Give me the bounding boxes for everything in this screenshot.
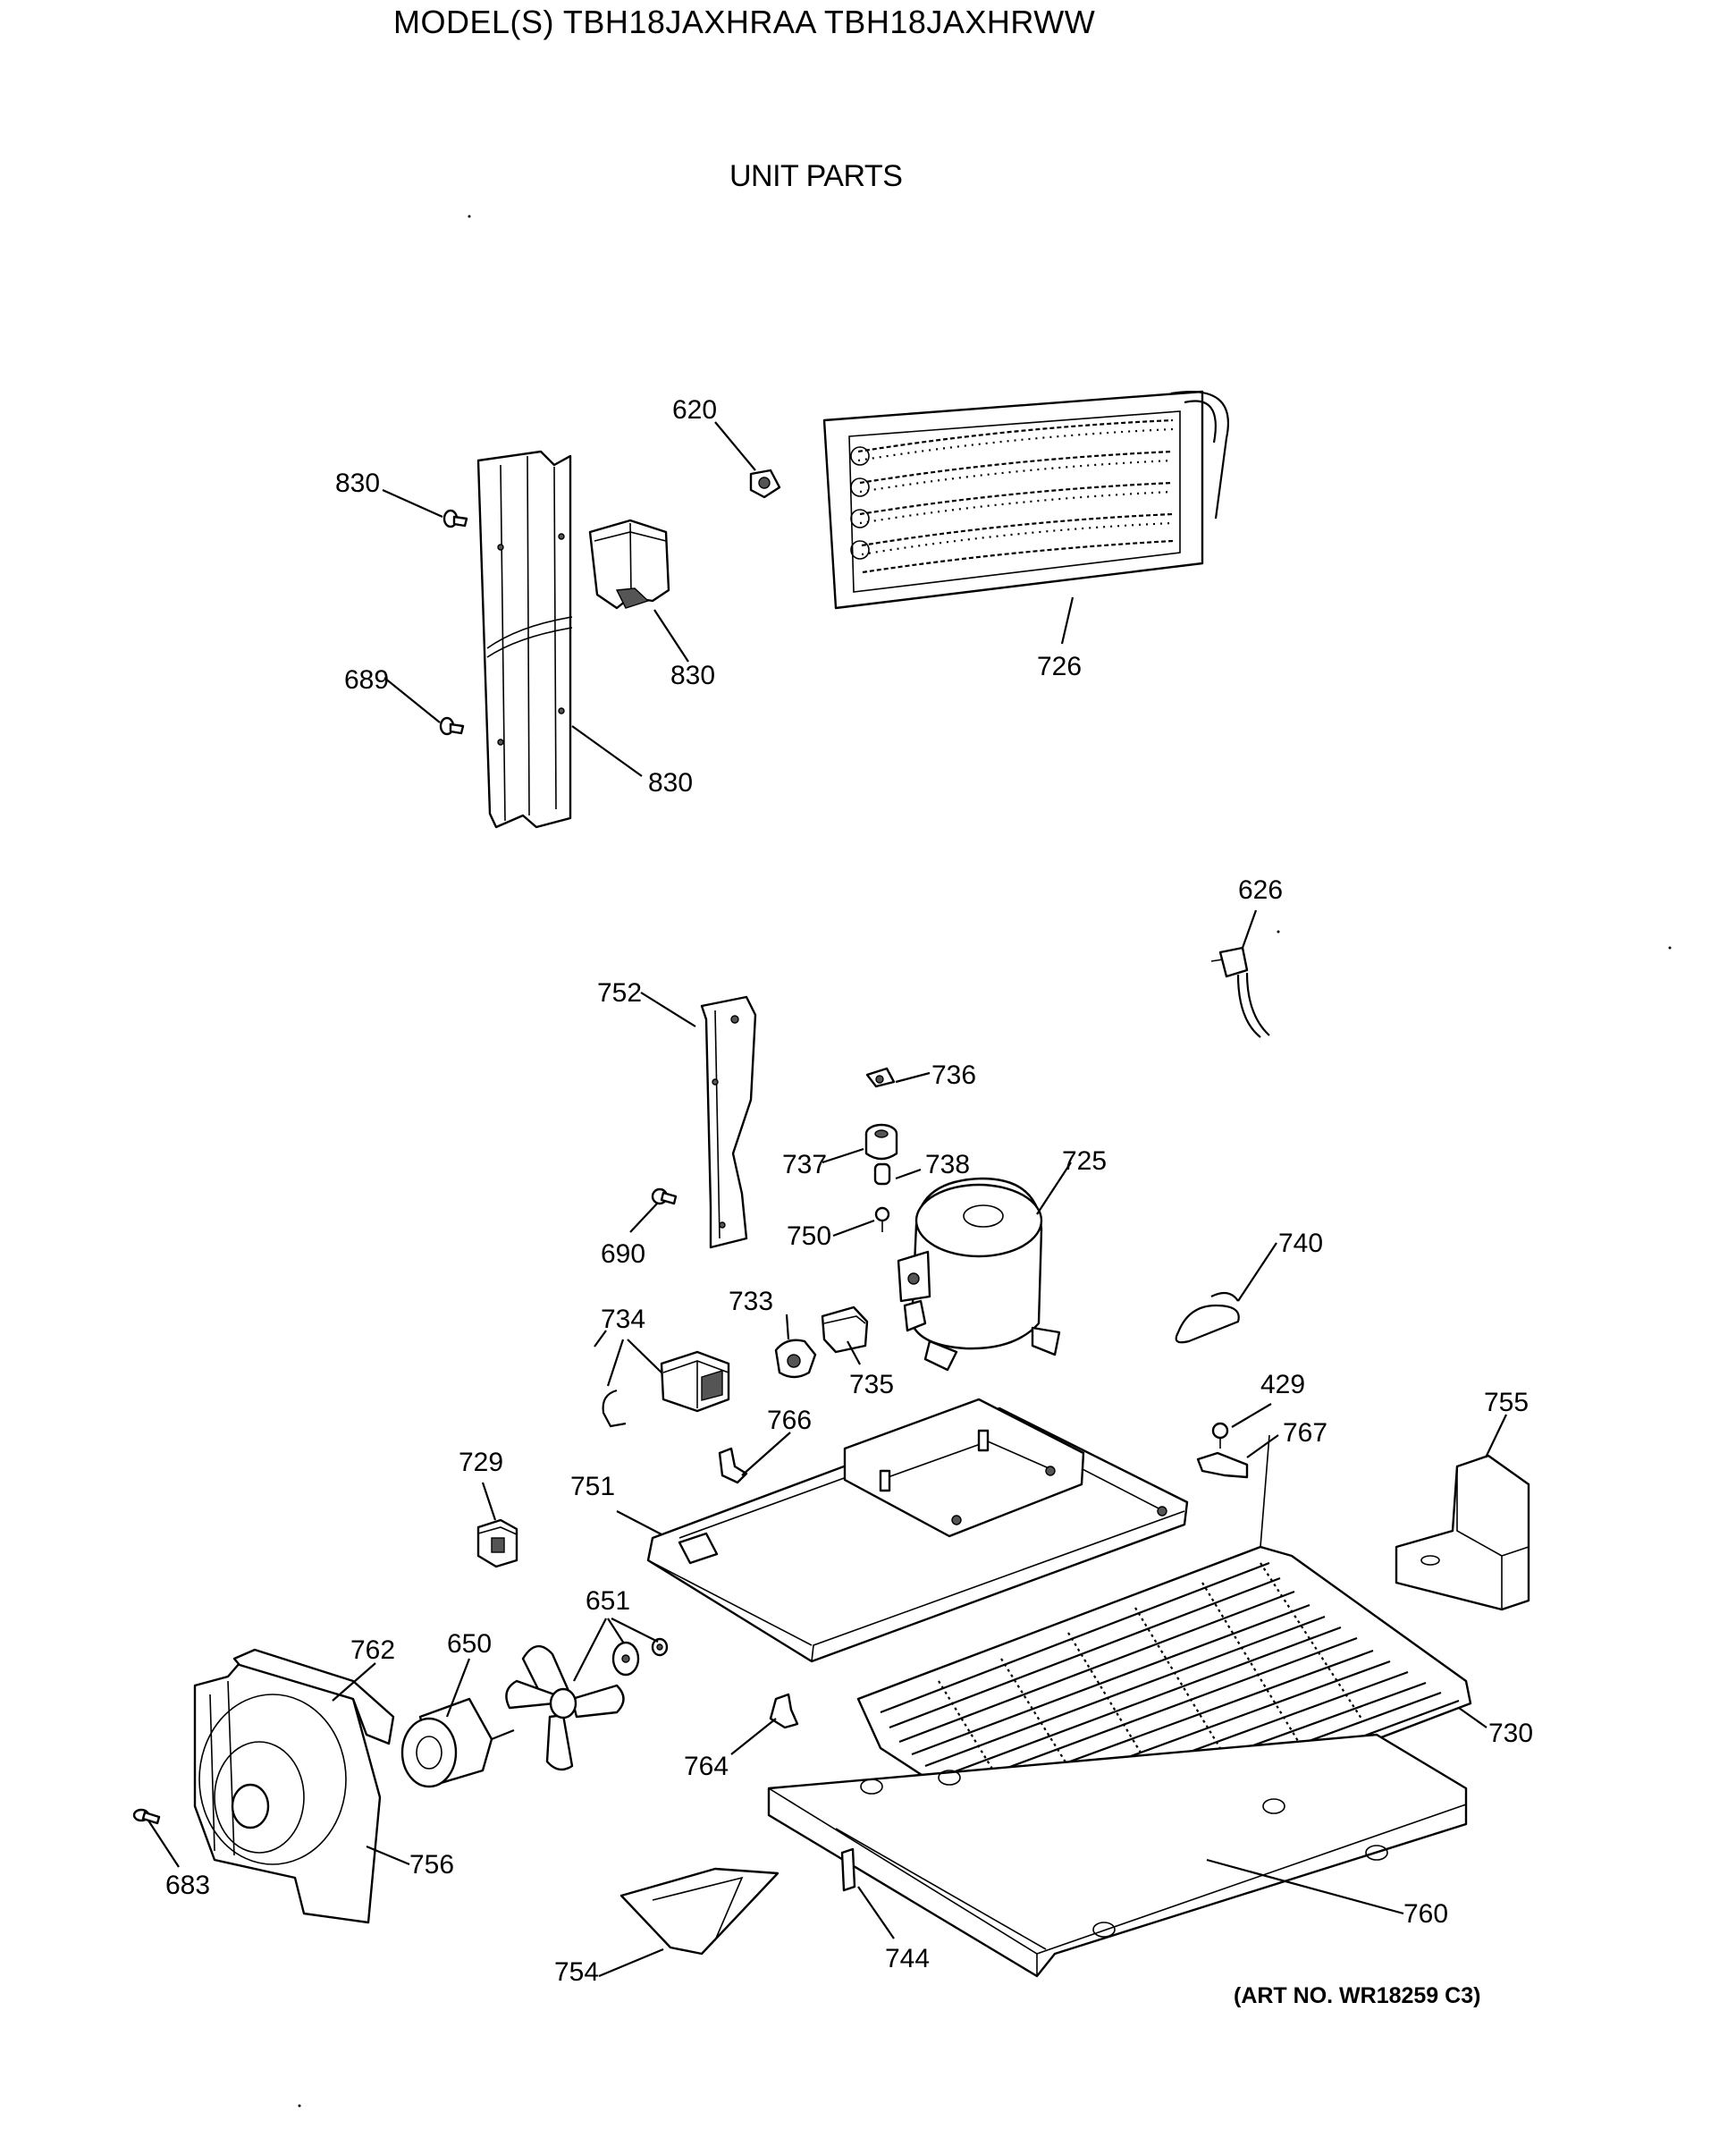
- base-tray-751-part: [646, 1398, 1189, 1663]
- part-label-752: 752: [597, 978, 642, 1008]
- part-label-830-screw: 830: [335, 469, 380, 498]
- part-label-651: 651: [586, 1586, 630, 1616]
- clip-620-part: [749, 469, 781, 499]
- part-label-690: 690: [601, 1239, 645, 1269]
- insulation-762-part: [232, 1648, 395, 1745]
- speck-dot: [1668, 946, 1672, 950]
- fan-hub-651-part: [611, 1637, 669, 1677]
- art-number: (ART NO. WR18259 C3): [1234, 1983, 1481, 2008]
- part-label-755: 755: [1484, 1388, 1529, 1417]
- part-label-725: 725: [1062, 1146, 1107, 1176]
- bracket-767-part: [1196, 1451, 1249, 1479]
- screw-689-part: [439, 716, 465, 736]
- part-label-734: 734: [601, 1305, 645, 1334]
- part-label-683: 683: [165, 1871, 210, 1900]
- model-title: MODEL(S) TBH18JAXHRAA TBH18JAXHRWW: [393, 4, 1096, 40]
- part-label-756: 756: [409, 1850, 454, 1880]
- part-label-766: 766: [767, 1406, 812, 1435]
- clip-736-part: [865, 1067, 896, 1088]
- part-label-429: 429: [1260, 1370, 1305, 1399]
- part-label-830-channel: 830: [648, 768, 693, 798]
- overload-733-part: [774, 1339, 817, 1379]
- part-labels: 620 830 726 830 689 830 626 752 736 737 …: [165, 395, 1533, 1987]
- part-label-726: 726: [1037, 652, 1082, 681]
- part-label-767: 767: [1283, 1418, 1327, 1448]
- capacitor-729-part: [476, 1518, 518, 1568]
- part-label-760: 760: [1403, 1899, 1448, 1929]
- part-label-738: 738: [925, 1150, 970, 1179]
- drain-pan-760-part: [767, 1733, 1468, 1978]
- bracket-766-part: [718, 1447, 748, 1484]
- clip-740-part: [1175, 1291, 1240, 1344]
- part-label-740: 740: [1278, 1229, 1323, 1258]
- grommet-737-part: [864, 1123, 898, 1161]
- fan-shroud-756-part: [193, 1661, 382, 1924]
- part-label-626: 626: [1238, 875, 1283, 905]
- power-cord-626-part: [1210, 946, 1270, 1038]
- speck-dot: [1277, 930, 1280, 934]
- deflector-754-part: [619, 1867, 780, 1956]
- screw-690-part: [651, 1187, 678, 1205]
- part-label-735: 735: [849, 1370, 894, 1399]
- part-label-620: 620: [672, 395, 717, 425]
- part-label-729: 729: [459, 1448, 503, 1477]
- leader-lines: [147, 421, 1507, 1978]
- screw-683-part: [132, 1808, 161, 1825]
- part-label-733: 733: [729, 1287, 773, 1316]
- part-label-764: 764: [684, 1752, 729, 1781]
- part-label-689: 689: [344, 665, 389, 695]
- part-label-744: 744: [885, 1944, 930, 1973]
- speck-dot: [468, 215, 471, 218]
- screw-830-part: [442, 509, 468, 528]
- clip-744-part: [840, 1847, 856, 1892]
- part-label-650: 650: [447, 1629, 492, 1659]
- relay-734-part: [602, 1350, 730, 1428]
- part-label-750: 750: [787, 1221, 831, 1251]
- fan-motor-650-part: [400, 1697, 515, 1788]
- part-label-730: 730: [1488, 1719, 1533, 1748]
- coil-726-part: [822, 390, 1229, 610]
- clip-764-part: [769, 1693, 799, 1729]
- fan-blade-651-part: [505, 1645, 625, 1771]
- terminal-735-part: [821, 1305, 869, 1354]
- bracket-752-part: [700, 995, 757, 1249]
- bolt-750-part: [874, 1206, 890, 1232]
- channel-bracket-part: [476, 450, 573, 829]
- part-label-830-box: 830: [670, 661, 715, 690]
- section-title: UNIT PARTS: [729, 159, 903, 193]
- part-label-751: 751: [570, 1472, 615, 1501]
- sleeve-738-part: [873, 1162, 891, 1186]
- screw-429-part: [1211, 1422, 1229, 1449]
- part-label-754: 754: [554, 1957, 599, 1987]
- part-label-762: 762: [350, 1635, 395, 1665]
- compressor-725-part: [897, 1177, 1061, 1372]
- mounting-box-part: [588, 519, 670, 610]
- speck-dot: [298, 2104, 301, 2108]
- pad-755-part: [1395, 1454, 1530, 1611]
- part-label-736: 736: [931, 1060, 976, 1090]
- part-label-737: 737: [782, 1150, 827, 1179]
